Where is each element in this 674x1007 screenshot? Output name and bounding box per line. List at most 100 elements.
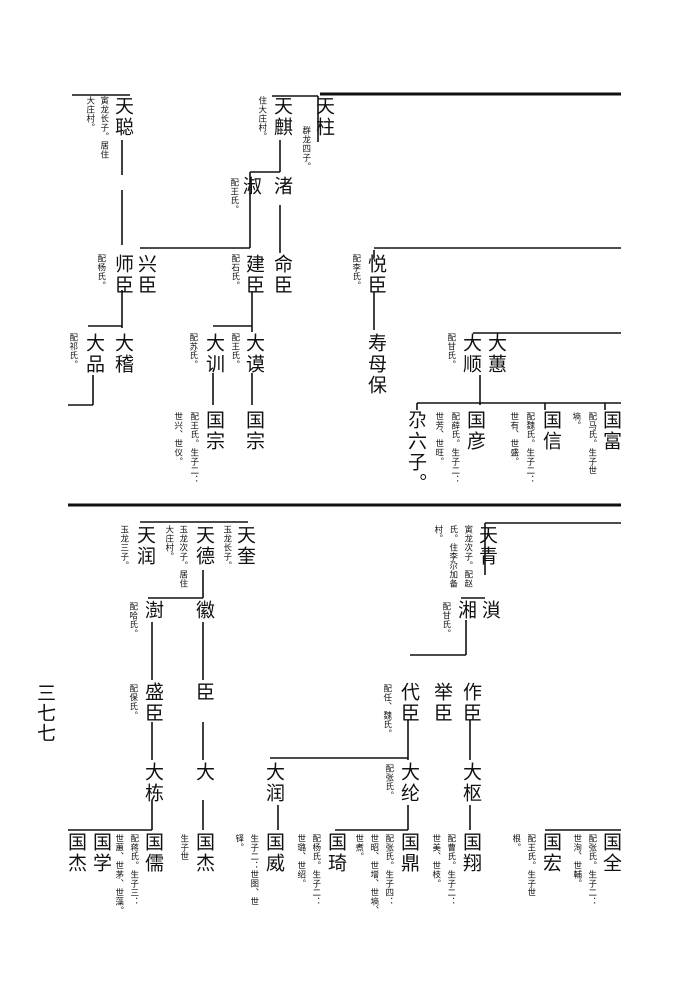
person-zuochen: 作臣 [460,682,482,724]
person-guojie-a: 国杰 [193,832,215,874]
note-dalun: 配张氏。 [383,764,394,800]
person-guoyan: 国彦 [464,410,486,452]
note-tiande-2: 大庄村。 [163,525,174,561]
note-tiancong-2: 大庄村。 [84,96,95,132]
person-hui: 徽 [193,600,215,621]
note-guowei-1: 生子二：世图、世 [248,834,259,906]
note-guoding-1: 配张氏。生子四： [383,834,394,906]
person-daxun: 大训 [203,333,225,375]
person-xu: 渚 [271,176,293,197]
note-guozong-2: 世兴、世仪。 [172,412,183,466]
person-chen: 臣 [193,682,215,703]
note-xiang: 配甘氏。 [440,602,451,638]
person-dalun: 大纶 [398,762,420,804]
note-guoding-3: 世煮。 [353,834,364,861]
person-shichen: 师臣 [112,254,134,296]
person-guoquan: 国全 [600,832,622,874]
note-tianrun: 玉龙三子。 [118,525,129,570]
person-tianzhu: 天柱 [313,96,335,138]
note-guoru-2: 世蕙、世茅、世藻。 [113,834,124,915]
person-damo: 大谟 [243,333,265,375]
person-guowei: 国威 [263,832,285,874]
person-guofu: 国富 [600,410,622,452]
note-tiancong-1: 寅龙长子。居住 [98,96,109,159]
person-tiande: 天德 [193,525,215,567]
person-daichen: 代臣 [398,682,420,724]
note-shichen: 配杨氏。 [95,254,106,290]
note-jianchen: 配石氏。 [229,254,240,290]
note-guoquan-2: 世洵、世輔。 [571,834,582,888]
page-number: 三七七 [34,683,56,743]
note-guozong-1: 配王氏。生子二： [188,412,199,484]
note-guohong-2: 根。 [510,834,521,852]
person-dashu: 大枢 [460,762,482,804]
person-guoqi: 国琦 [325,832,347,874]
note-tianqing-1: 寅龙次子。配赵 [462,525,473,588]
person-guoxiang: 国翔 [460,832,482,874]
note-guowei-2: 铎。 [233,834,244,852]
note-guoyan-2: 世芳、世旺。 [433,412,444,466]
person-guoxue: 国学 [90,832,112,874]
person-guoru: 国儒 [142,832,164,874]
person-shengchen: 盛臣 [142,682,164,724]
note-tianqi: 住大庄村。 [256,96,267,141]
note-dashun: 配甘氏。 [445,333,456,369]
note-shengchen: 配保氏。 [127,684,138,720]
note-guoqi-2: 世璐、世绍。 [295,834,306,888]
note-guoxin-1: 配魏氏。生子二： [524,412,535,484]
person-dadong: 大栋 [142,762,164,804]
person-xingchen: 兴臣 [135,254,157,296]
person-mingchen: 命臣 [271,254,293,296]
person-tianqi: 天麒 [271,96,293,138]
note-guofu-1: 配马氏。生子世 [586,412,597,475]
person-tianrun: 天润 [134,525,156,567]
note-guoxiang-2: 世美、世枝。 [430,834,441,888]
note-shu2: 配哈氏。 [127,602,138,638]
note-guofu-2: 墒。 [570,412,581,430]
person-guoxin: 国信 [540,410,562,452]
person-dashun: 大顺 [460,333,482,375]
person-daji: 大稽 [112,333,134,375]
note-dapin: 配祁氏。 [67,333,78,369]
person-shu2: 澍 [142,600,164,621]
note-guojie-a: 生子世 [178,834,189,861]
note-guoqi-1: 配杨氏。生子二： [310,834,321,906]
note-daxun: 配苏氏。 [187,333,198,369]
person-liuzi: 尕六子。 [405,410,427,494]
person-juchen: 举臣 [431,682,453,724]
note-tianqing-2: 氏。住李尕加备 [447,525,458,588]
person-tianqing: 天青 [476,525,498,567]
person-tiancong: 天聪 [112,96,134,138]
note-guoru-1: 配蒋氏。生子三： [128,834,139,906]
person-shoumubao: 寿母保 [365,333,387,396]
note-tiande-1: 玉龙次子。居住 [177,525,188,588]
person-xiang: 湘 [455,600,477,621]
note-tiankui: 玉龙长子。 [221,525,232,570]
person-tiankui: 天奎 [234,525,256,567]
person-guozong-b: 国宗 [203,410,225,452]
person-guoding: 国鼎 [398,832,420,874]
person-dahui: 大蕙 [485,333,507,375]
person-dapin: 大品 [83,333,105,375]
note-guoxin-2: 世有、世盛。 [508,412,519,466]
person-darun: 大润 [263,762,285,804]
note-tianzhu: 群龙四子。 [300,126,311,171]
person-jianchen: 建臣 [243,254,265,296]
note-daichen: 配任、魏氏。 [381,684,392,738]
note-guohong-1: 配王氏。生子世 [525,834,536,897]
person-zhen: 溑 [479,600,501,621]
person-shu: 淑 [240,176,262,197]
person-guozong-a: 国宗 [243,410,265,452]
note-damo: 配王氏。 [229,333,240,369]
person-da: 大 [193,762,215,783]
person-yuechen: 悦臣 [365,254,387,296]
person-guojie-b: 国杰 [65,832,87,874]
note-tianqing-3: 村。 [432,525,443,543]
note-guoding-2: 世昭、世增、世墒、 [368,834,379,915]
note-guoyan-1: 配薛氏。生子二： [449,412,460,484]
note-yuechen: 配李氏。 [350,254,361,290]
note-guoquan-1: 配张氏。生子二： [586,834,597,906]
note-shu: 配王氏。 [228,178,239,214]
note-guoxiang-1: 配曹氏。生子二： [445,834,456,906]
